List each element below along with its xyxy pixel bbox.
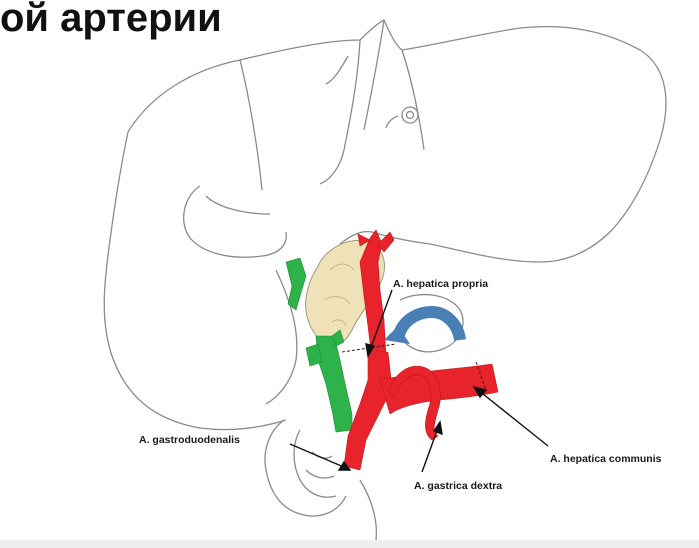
rotation-arrow — [384, 312, 460, 344]
label-gastroduodenalis: A. gastroduodenalis — [139, 434, 240, 446]
label-hepatica-communis: A. hepatica communis — [550, 453, 662, 465]
bottom-bar — [0, 540, 699, 548]
label-gastrica-dextra: A. gastrica dextra — [414, 480, 502, 492]
label-hepatica-propria: A. hepatica propria — [393, 278, 488, 290]
